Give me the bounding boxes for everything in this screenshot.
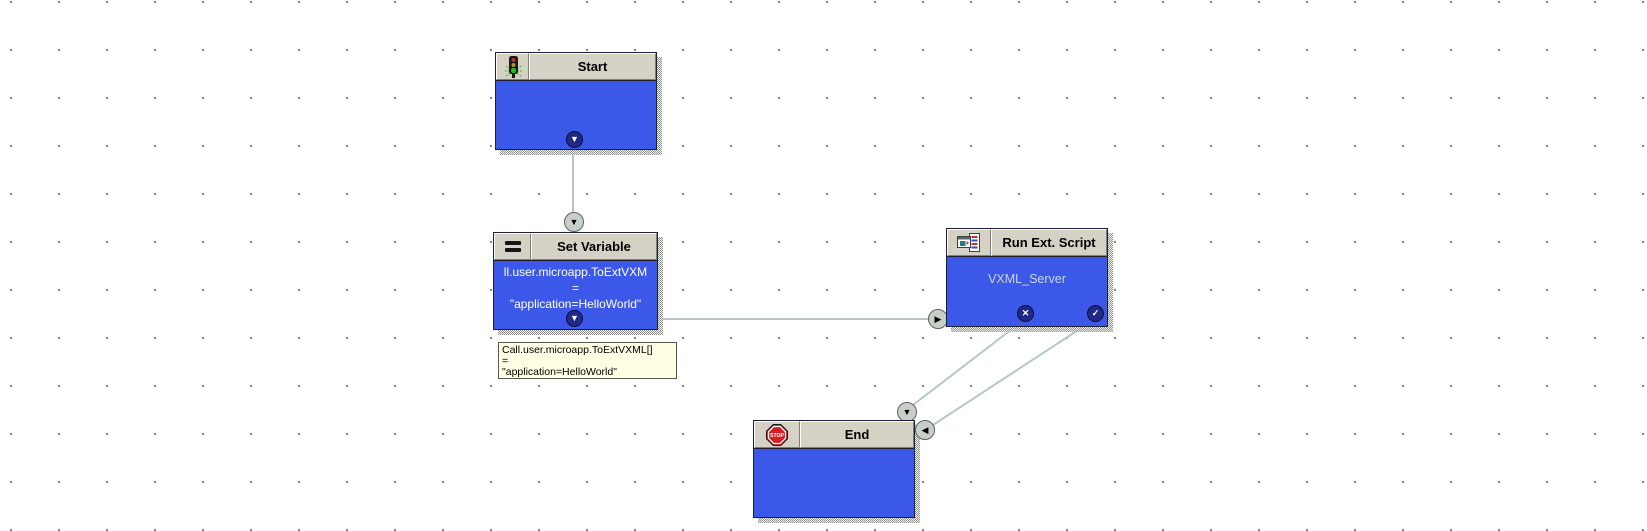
connection-marker-triangle-down-icon[interactable]: ▼	[897, 402, 917, 422]
node-end[interactable]: STOP End	[753, 420, 920, 523]
node-body: ll.user.microapp.ToExtVXM = "application…	[494, 261, 657, 312]
svg-text:STOP: STOP	[770, 433, 785, 439]
connection-marker-triangle-right-icon[interactable]: ▶	[928, 309, 948, 329]
script-name-text: VXML_Server	[988, 272, 1066, 286]
connector-start-to-setvariable	[572, 152, 574, 214]
setvariable-exit-port-chevron-down-icon[interactable]: ▼	[566, 310, 583, 327]
node-body: VXML_Server	[947, 257, 1107, 287]
start-exit-port-chevron-down-icon[interactable]: ▼	[566, 131, 583, 148]
equals-icon	[494, 233, 531, 260]
tooltip-line: =	[502, 356, 509, 367]
node-title: End	[800, 421, 914, 448]
tooltip-line: Call.user.microapp.ToExtVXML[]	[502, 345, 653, 356]
tooltip-line: "application=HelloWorld"	[502, 367, 617, 378]
node-start[interactable]: Start ▼	[495, 52, 662, 155]
node-run-ext-script[interactable]: Run Ext. Script VXML_Server ✕ ✓	[946, 228, 1113, 332]
variable-value-text: "application=HelloWorld"	[509, 297, 642, 311]
connection-marker-triangle-down-icon[interactable]: ▼	[564, 212, 584, 232]
node-title: Run Ext. Script	[991, 229, 1107, 256]
comment-tooltip: Call.user.microapp.ToExtVXML[] = "applic…	[498, 342, 677, 379]
node-title: Set Variable	[531, 233, 657, 260]
connector-setvariable-to-runextscript	[658, 318, 930, 320]
node-set-variable[interactable]: Set Variable ll.user.microapp.ToExtVXM =…	[493, 232, 663, 335]
traffic-light-icon	[496, 53, 529, 80]
failure-port-x-icon[interactable]: ✕	[1017, 305, 1034, 322]
variable-name-text: ll.user.microapp.ToExtVXM	[503, 265, 648, 279]
connection-marker-triangle-left-icon[interactable]: ◀	[915, 420, 935, 440]
success-port-check-icon[interactable]: ✓	[1087, 305, 1104, 322]
external-script-icon	[947, 229, 991, 256]
stop-sign-icon: STOP	[754, 421, 800, 448]
node-title: Start	[529, 53, 656, 80]
equals-text: =	[571, 281, 579, 295]
